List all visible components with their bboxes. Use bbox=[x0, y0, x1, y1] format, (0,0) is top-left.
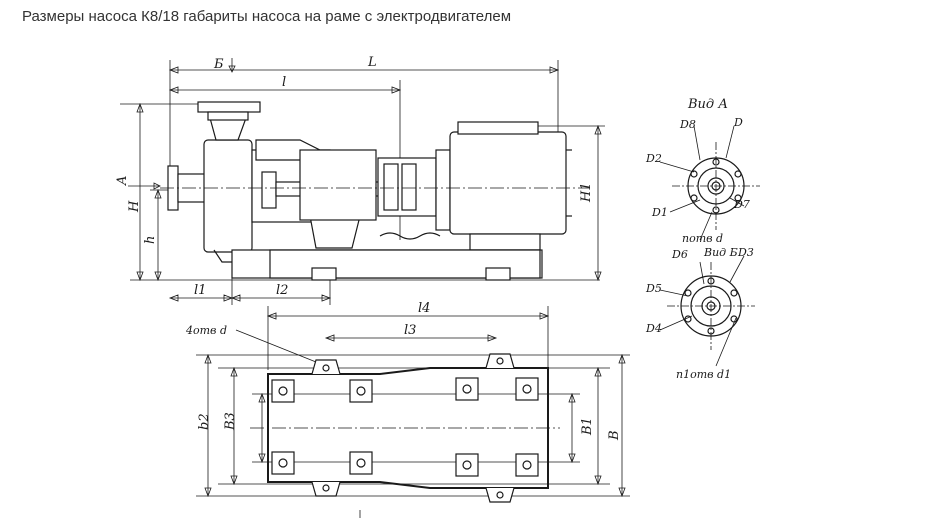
page-title: Размеры насоса К8/18 габариты насоса на … bbox=[22, 8, 512, 25]
label-B1: B1 bbox=[580, 417, 595, 436]
label-L: L bbox=[367, 55, 377, 70]
label-l1: l1 bbox=[194, 283, 206, 298]
label-D7: D7 bbox=[733, 198, 750, 211]
label-b2: b2 bbox=[197, 413, 212, 430]
label-D8: D8 bbox=[679, 118, 696, 131]
label-D5: D5 bbox=[645, 282, 662, 295]
label-H1: H1 bbox=[579, 182, 594, 203]
plan-view bbox=[196, 306, 630, 518]
label-n1-holes: n1отв d1 bbox=[676, 368, 731, 381]
label-D2: D2 bbox=[645, 152, 662, 165]
label-D: D bbox=[733, 116, 743, 129]
label-n-holes: nотв d bbox=[682, 232, 723, 245]
label-l: l bbox=[282, 75, 286, 90]
label-view-b: Вид Б bbox=[703, 246, 738, 259]
label-D6: D6 bbox=[671, 248, 688, 261]
label-D3: D3 bbox=[737, 246, 754, 259]
label-4-holes: 4отв d bbox=[185, 324, 227, 337]
label-l2: l2 bbox=[276, 283, 288, 298]
label-l4: l4 bbox=[418, 301, 430, 316]
view-b bbox=[659, 255, 755, 367]
label-B3: B3 bbox=[223, 412, 238, 431]
label-l3: l3 bbox=[404, 323, 416, 338]
label-A: A bbox=[115, 176, 130, 186]
view-a bbox=[659, 125, 760, 241]
label-b-top: Б bbox=[213, 57, 224, 72]
label-H: H bbox=[127, 200, 142, 213]
label-h: h bbox=[143, 236, 158, 244]
label-D4: D4 bbox=[645, 322, 662, 335]
side-view bbox=[120, 58, 605, 305]
label-view-a: Вид А bbox=[687, 97, 728, 112]
label-D1: D1 bbox=[651, 206, 668, 219]
label-B: B bbox=[607, 430, 622, 441]
